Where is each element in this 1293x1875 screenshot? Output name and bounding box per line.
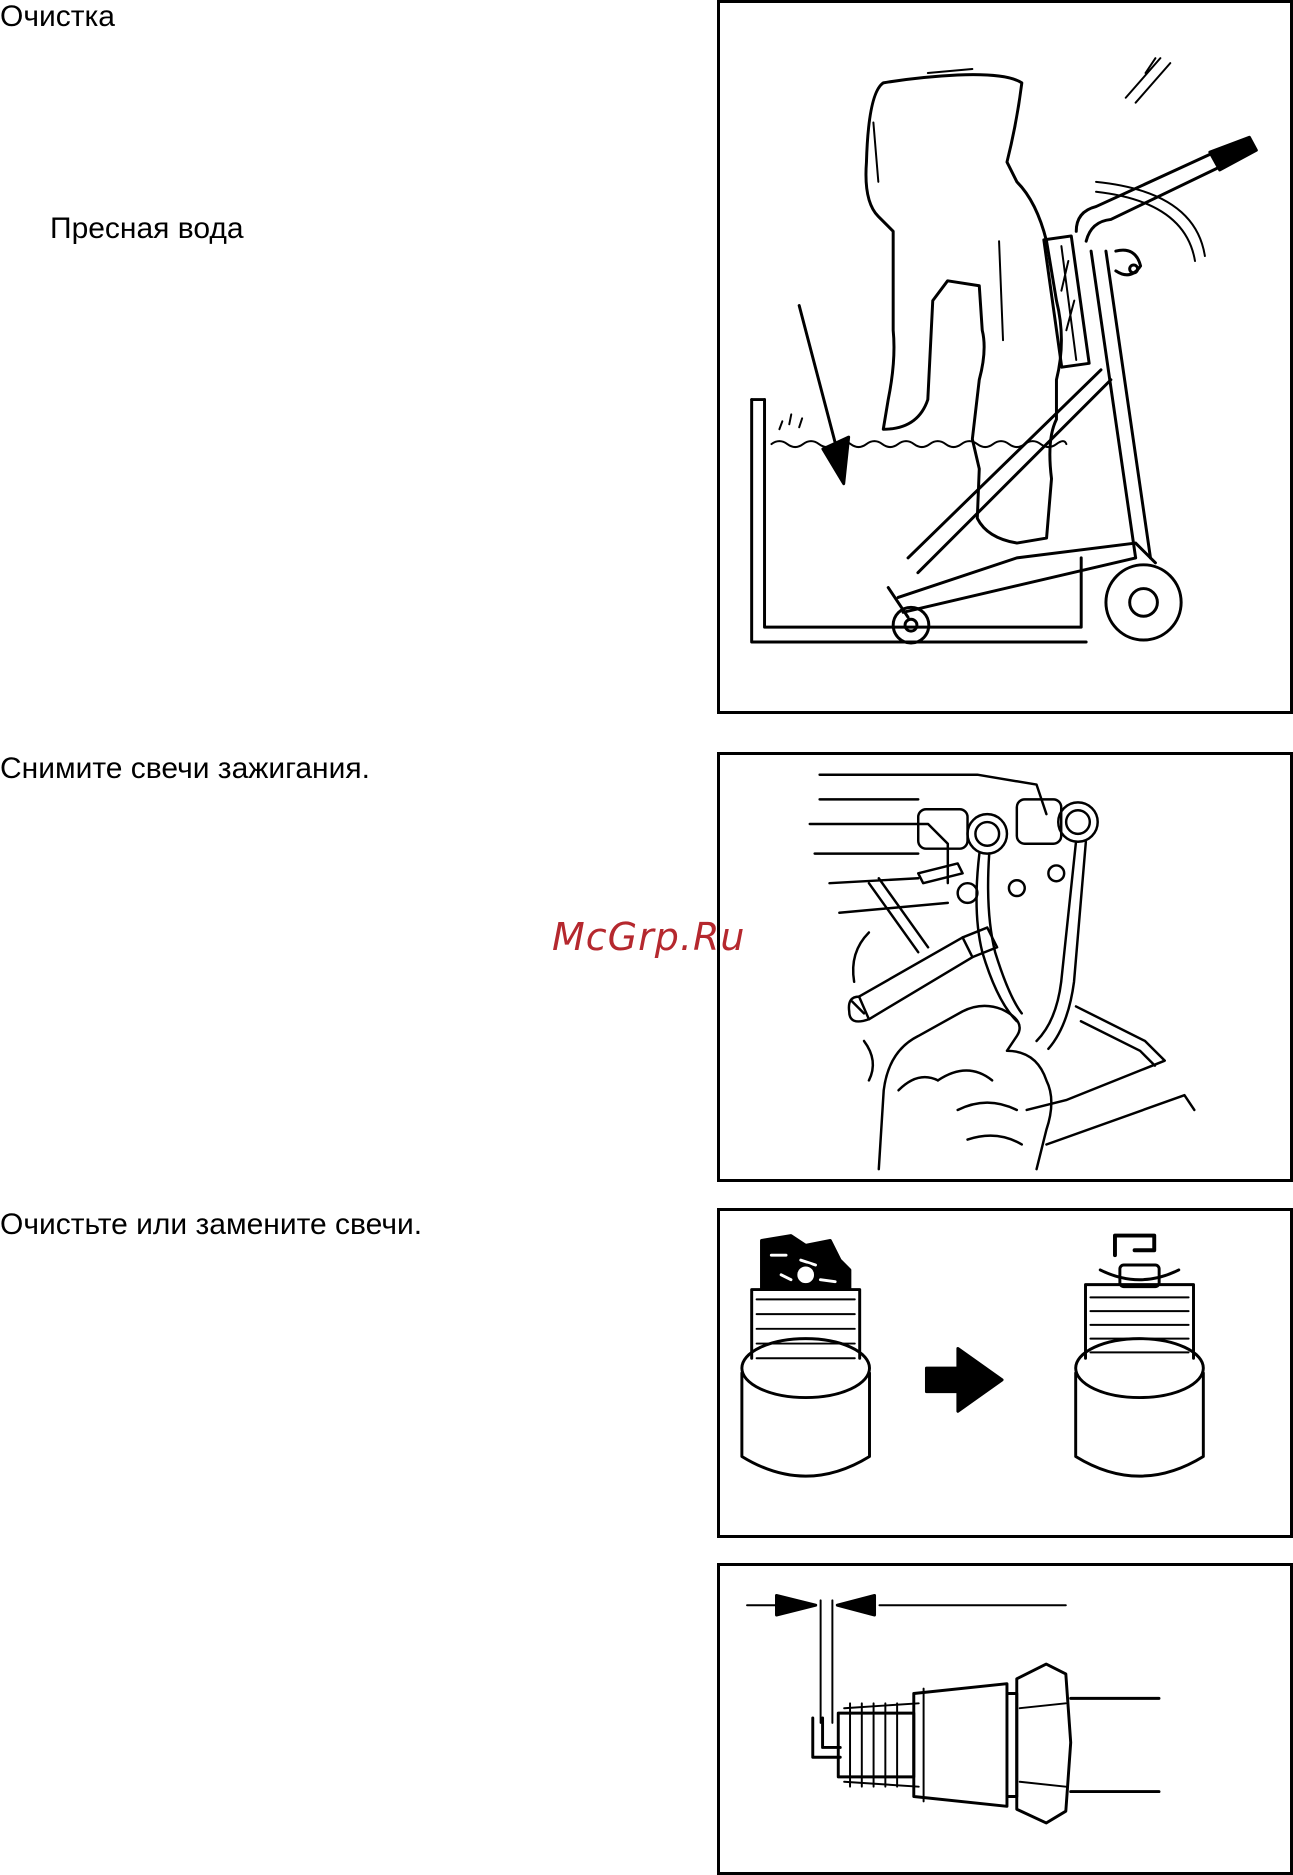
- remove-spark-plugs-label: Снимите свечи зажигания.: [0, 752, 370, 786]
- watermark: McGrp.Ru: [552, 915, 745, 959]
- figure-spark-plug-removal: [717, 752, 1293, 1182]
- figure-outboard-in-tank: [717, 0, 1293, 714]
- figure-spark-plug-gap: [717, 1563, 1293, 1875]
- spark-plug-gap-icon: [720, 1566, 1290, 1872]
- section-title: Очистка: [0, 0, 115, 34]
- spark-plug-removal-icon: [720, 755, 1290, 1179]
- fresh-water-label: Пресная вода: [50, 212, 244, 246]
- clean-replace-plugs-label: Очистьте или замените свечи.: [0, 1208, 422, 1242]
- figure-spark-plug-clean-replace: [717, 1208, 1293, 1538]
- spark-plug-clean-replace-icon: [720, 1211, 1290, 1535]
- outboard-motor-in-water-tank-icon: [720, 3, 1290, 711]
